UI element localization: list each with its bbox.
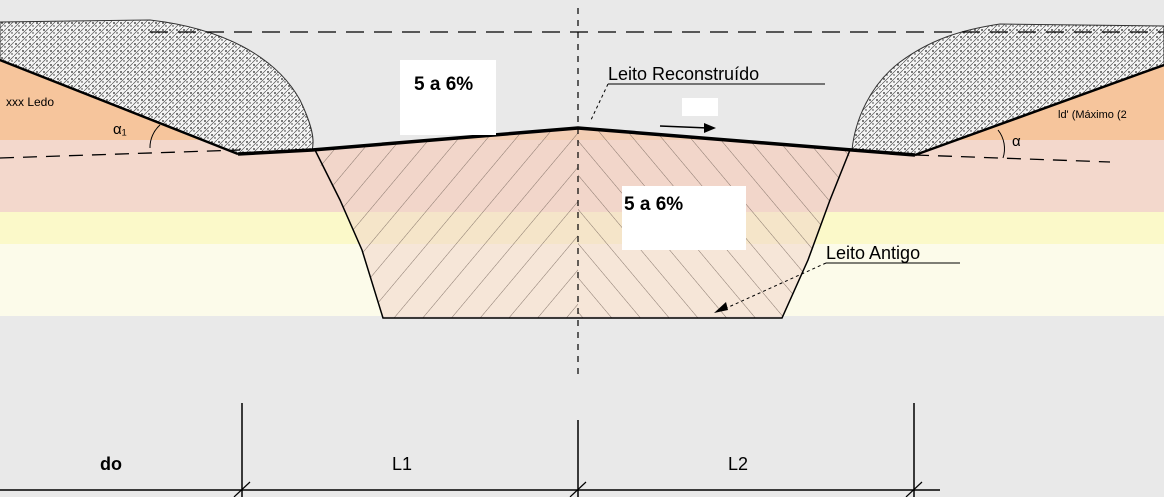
dimension-label-l2: L2 [728, 454, 748, 474]
slope-label-center: 5 a 6% [624, 194, 683, 215]
rebuilt-bed-leader [589, 83, 609, 123]
right-embankment [851, 23, 1164, 156]
terrain-dashed-right [914, 154, 1111, 163]
old-bed-leader-arrow [714, 302, 728, 313]
dimension-slash-2 [569, 481, 587, 497]
angle-left-label: α₁ [113, 121, 127, 138]
terrain-dashed-left [0, 149, 241, 159]
angle-left-arc [149, 124, 161, 149]
dimension-slash-3 [905, 481, 923, 497]
grey-ground-bottom [0, 316, 1164, 497]
left-embankment [0, 19, 314, 155]
old-bed-leader [721, 262, 827, 311]
left-slope-line [0, 58, 239, 156]
slope-label-box-top [400, 60, 496, 135]
left-edge-label: xxx Ledo [6, 95, 54, 109]
right-slope-line [914, 63, 1164, 157]
old-bed-label: Leito Antigo [826, 243, 920, 263]
angle-right-arc [997, 129, 1005, 159]
trench-outline [314, 149, 851, 319]
rebuilt-bed-label: Leito Reconstruído [608, 64, 759, 84]
slope-arrow-box [682, 98, 718, 116]
dimension-label-l1: L1 [392, 454, 412, 474]
slope-label-box-center [622, 186, 746, 250]
slope-label-top: 5 a 6% [414, 74, 473, 95]
right-edge-label: ld' (Máximo (2 [1058, 109, 1127, 121]
angle-right-label: α [1012, 133, 1021, 150]
dimension-slash-1 [233, 481, 251, 497]
dimension-label-left: do [100, 454, 122, 474]
slope-arrow-head [704, 123, 716, 133]
slope-arrow [659, 125, 709, 129]
